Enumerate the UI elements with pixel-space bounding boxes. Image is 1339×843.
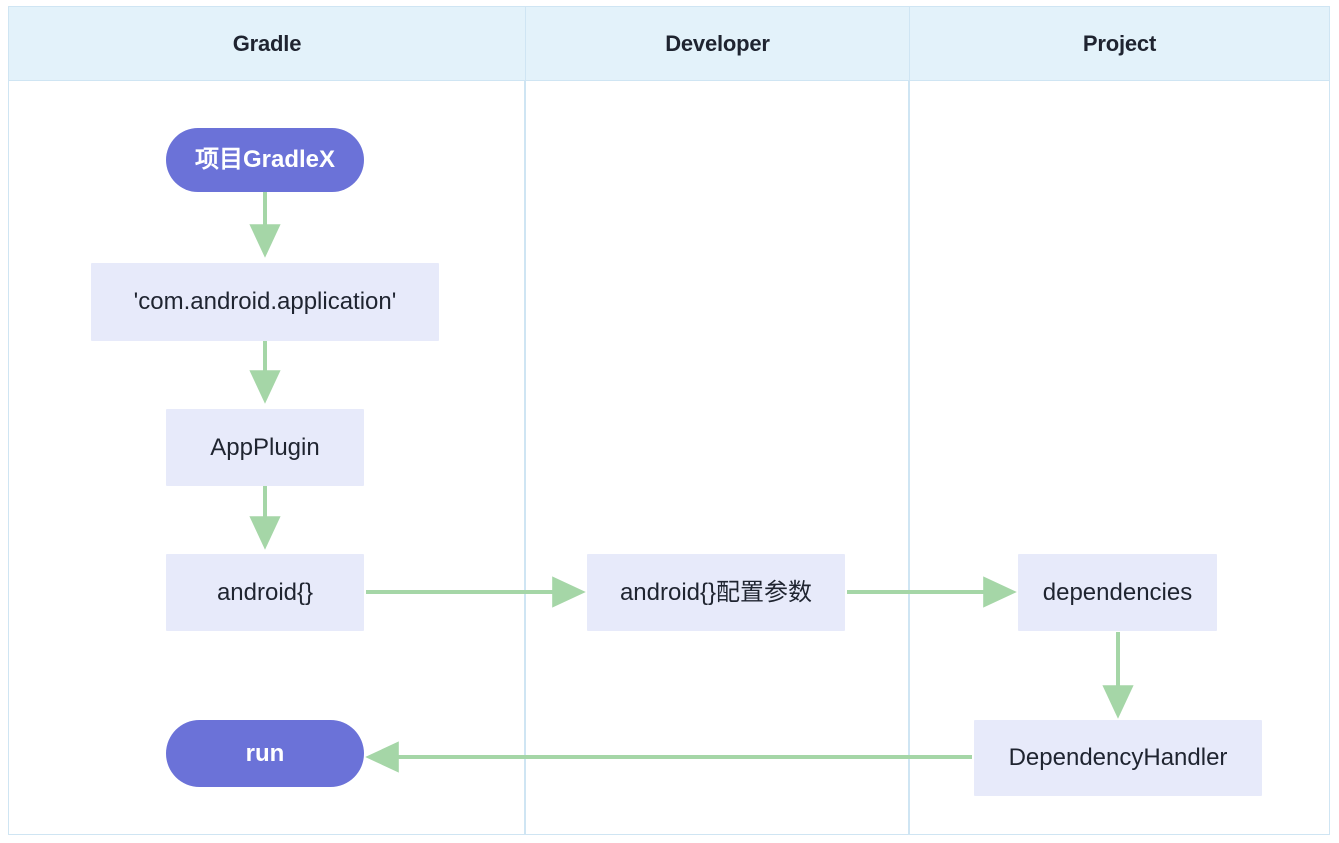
swimlane-header-row: Gradle Developer Project (8, 6, 1330, 81)
node-label: android{} (216, 578, 314, 606)
lane-divider-gradle-developer (524, 81, 526, 835)
lane-header-project: Project (909, 7, 1329, 80)
node-label: AppPlugin (210, 433, 320, 461)
lane-divider-developer-project (908, 81, 910, 835)
lane-header-label: Project (1082, 30, 1157, 56)
node-app-plugin[interactable]: AppPlugin (166, 409, 364, 486)
node-android-config-params[interactable]: android{}配置参数 (587, 554, 845, 631)
node-label: dependencies (1042, 578, 1193, 606)
node-android-block[interactable]: android{} (166, 554, 364, 631)
node-project-gradle-x[interactable]: 项目GradleX (166, 128, 364, 192)
node-run[interactable]: run (166, 720, 364, 787)
node-dependencies[interactable]: dependencies (1018, 554, 1217, 631)
node-label: 项目GradleX (194, 146, 336, 174)
node-label: 'com.android.application' (133, 288, 397, 316)
node-com-android-application[interactable]: 'com.android.application' (91, 263, 439, 341)
lane-header-label: Developer (665, 30, 770, 56)
lane-header-gradle: Gradle (9, 7, 525, 80)
node-label: android{}配置参数 (619, 578, 813, 606)
lane-header-label: Gradle (232, 30, 302, 56)
node-dependency-handler[interactable]: DependencyHandler (974, 720, 1262, 796)
node-label: DependencyHandler (1008, 744, 1228, 772)
lane-header-developer: Developer (525, 7, 909, 80)
node-label: run (245, 739, 285, 767)
